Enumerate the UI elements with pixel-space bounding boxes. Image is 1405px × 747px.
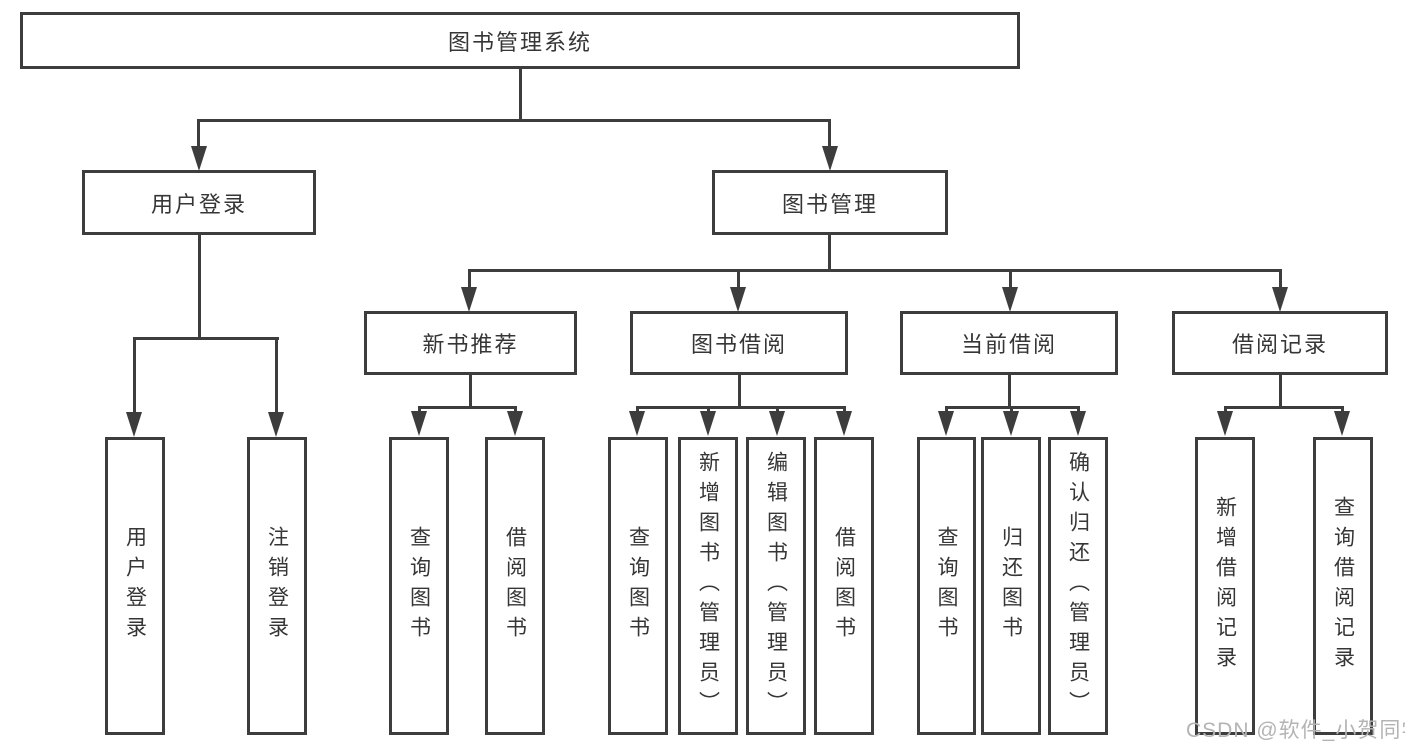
arrow-down-icon xyxy=(1002,287,1018,312)
node-leaf-user-login: 用户登录 xyxy=(105,437,165,735)
arrow-down-icon xyxy=(629,411,645,436)
connector-line xyxy=(1278,269,1282,291)
connector-line xyxy=(518,68,522,121)
node-leaf-return-book: 归还图书 xyxy=(981,437,1041,735)
node-leaf-borrow-books: 借阅图书 xyxy=(814,437,874,735)
node-book-borrow: 图书借阅 xyxy=(630,311,848,375)
connector-line xyxy=(1223,406,1344,409)
watermark: CSDN @软件_小贺同学 xyxy=(1186,719,1405,742)
arrow-down-icon xyxy=(1217,411,1233,436)
connector-line xyxy=(468,374,472,409)
arrow-down-icon xyxy=(507,411,523,436)
node-leaf-logout: 注销登录 xyxy=(247,437,307,735)
node-new-book-recommend: 新书推荐 xyxy=(364,311,577,375)
arrow-down-icon xyxy=(126,412,142,437)
node-leaf-edit-book-admin: 编辑图书（管理员） xyxy=(746,437,806,735)
connector-line xyxy=(417,406,517,409)
connector-line xyxy=(1278,374,1282,409)
arrow-down-icon xyxy=(1334,411,1350,436)
node-leaf-add-borrow-record: 新增借阅记录 xyxy=(1195,437,1255,735)
arrow-down-icon xyxy=(190,146,207,171)
node-leaf-query-books-borrow: 查询图书 xyxy=(608,437,668,735)
arrow-down-icon xyxy=(730,287,746,312)
node-leaf-query-borrow-record: 查询借阅记录 xyxy=(1313,437,1373,735)
connector-line xyxy=(467,269,471,291)
connector-line xyxy=(467,269,1282,272)
arrow-down-icon xyxy=(411,411,427,436)
node-leaf-query-books-recommend: 查询图书 xyxy=(389,437,449,735)
arrow-down-icon xyxy=(938,411,954,436)
arrow-down-icon xyxy=(769,411,785,436)
node-leaf-add-book-admin: 新增图书（管理员） xyxy=(678,437,738,735)
connector-line xyxy=(197,119,200,149)
arrow-down-icon xyxy=(700,411,716,436)
connector-line xyxy=(827,234,831,272)
arrow-down-icon xyxy=(268,412,284,437)
arrow-down-icon xyxy=(1003,411,1019,436)
connector-line xyxy=(828,119,831,149)
connector-line xyxy=(1008,269,1012,291)
arrow-down-icon xyxy=(461,287,477,312)
connector-line xyxy=(1007,374,1011,409)
connector-line xyxy=(737,374,741,409)
connector-line xyxy=(132,337,136,417)
connector-line xyxy=(274,337,278,417)
node-leaf-borrow-books-recommend: 借阅图书 xyxy=(485,437,545,735)
connector-line xyxy=(197,119,831,122)
arrow-down-icon xyxy=(1070,411,1086,436)
connector-line xyxy=(736,269,740,291)
arrow-down-icon xyxy=(821,146,838,171)
node-leaf-confirm-return-admin: 确认归还（管理员） xyxy=(1048,437,1108,735)
node-user-login: 用户登录 xyxy=(82,170,316,235)
node-book-management: 图书管理 xyxy=(712,170,948,235)
connector-line xyxy=(635,406,846,409)
arrow-down-icon xyxy=(836,411,852,436)
node-current-borrow: 当前借阅 xyxy=(900,311,1118,375)
node-borrow-records: 借阅记录 xyxy=(1172,311,1388,375)
node-root: 图书管理系统 xyxy=(20,12,1020,69)
arrow-down-icon xyxy=(1272,287,1288,312)
connector-line xyxy=(132,337,279,340)
node-leaf-query-books-current: 查询图书 xyxy=(917,437,976,735)
connector-line xyxy=(197,234,201,339)
